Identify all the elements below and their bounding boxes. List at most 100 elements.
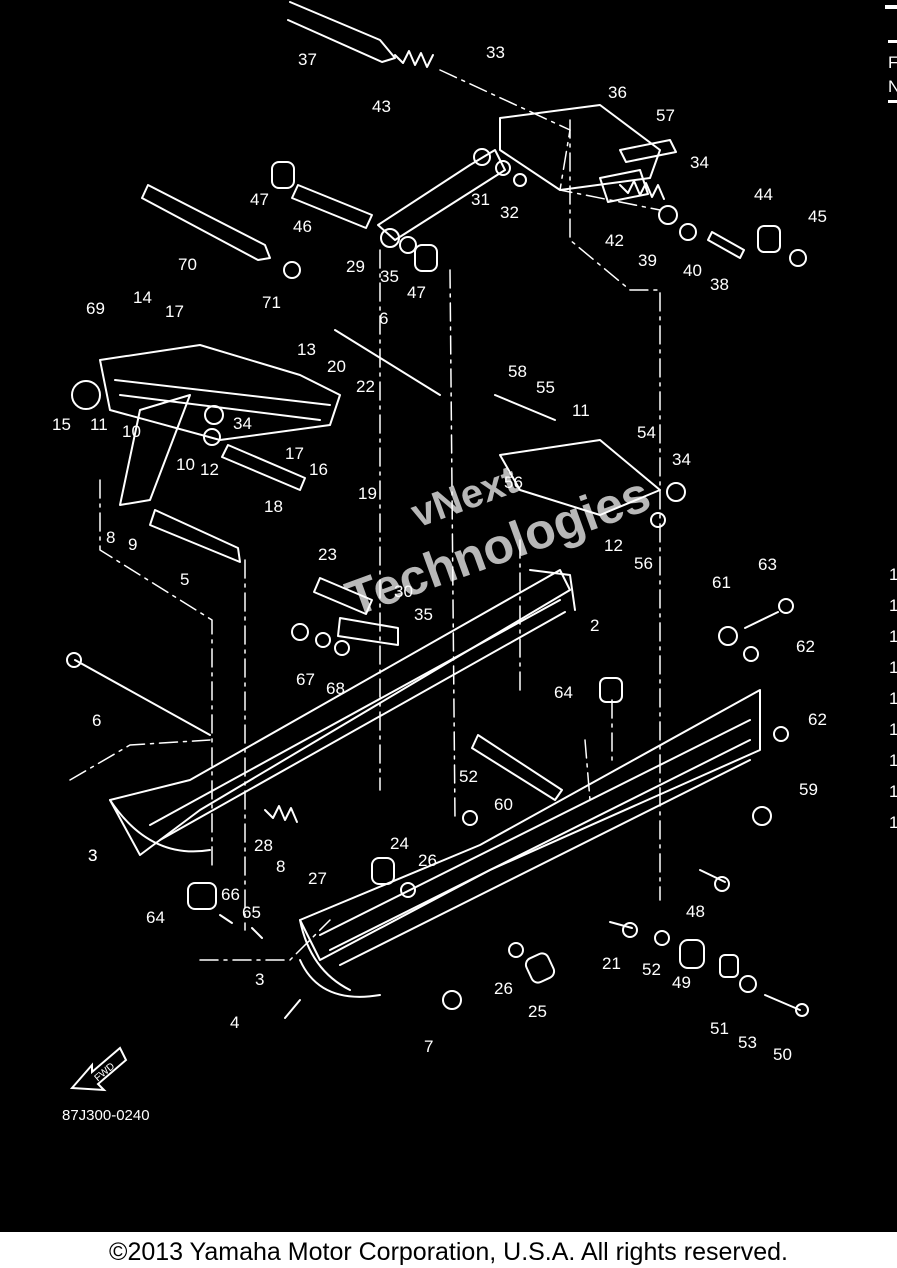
bolt-6-upper	[334, 329, 441, 396]
part-number-label: 24	[390, 834, 409, 853]
part-number-label: 33	[486, 43, 505, 62]
part-number-label: 67	[296, 670, 315, 689]
part-number-label: 6	[379, 309, 388, 328]
part-number-label: 26	[418, 851, 437, 870]
part-number-label: 27	[308, 869, 327, 888]
edge-digit-mark: 1	[889, 689, 897, 708]
part-number-label: 39	[638, 251, 657, 270]
part-number-label: 28	[254, 836, 273, 855]
part-number-label: 58	[508, 362, 527, 381]
part-number-label: 34	[690, 153, 709, 172]
reference-code: 87J300-0240	[62, 1107, 150, 1124]
part-number-label: 62	[796, 637, 815, 656]
part-number-label: 47	[407, 283, 426, 302]
part-number-label: 49	[672, 973, 691, 992]
part-number-label: 15	[52, 415, 71, 434]
part-number-label: 23	[318, 545, 337, 564]
part-number-label: 63	[758, 555, 777, 574]
part-number-label: 3	[255, 970, 264, 989]
edge-digit-mark: 1	[889, 813, 897, 832]
part-number-label: 4	[230, 1013, 239, 1032]
part-number-label: 5	[180, 570, 189, 589]
part-number-label: 55	[536, 378, 555, 397]
copyright-notice: ©2013 Yamaha Motor Corporation, U.S.A. A…	[109, 1238, 788, 1266]
shaft-37	[287, 1, 396, 63]
part-number-label: 66	[221, 885, 240, 904]
part-number-label: 17	[285, 444, 304, 463]
shaft-70	[141, 184, 271, 261]
part-number-label: 11	[572, 401, 590, 420]
bolt-6-lower	[74, 659, 211, 736]
part-number-label: 7	[424, 1037, 433, 1056]
part-number-label: 12	[604, 536, 623, 555]
part-number-label: 13	[297, 340, 316, 359]
part-number-label: 56	[504, 473, 523, 492]
part-number-label: 60	[494, 795, 513, 814]
part-number-label: 18	[264, 497, 283, 516]
part-number-label: 40	[683, 261, 702, 280]
shaft-60	[471, 734, 563, 801]
edge-digit-mark: 1	[889, 565, 897, 584]
spring-43	[394, 50, 434, 68]
part-number-label: 68	[326, 679, 345, 698]
part-number-label: 44	[754, 185, 773, 204]
part-number-label: 51	[710, 1019, 729, 1038]
part-number-label: 43	[372, 97, 391, 116]
part-number-label: 70	[178, 255, 197, 274]
edge-digit-mark: 1	[889, 627, 897, 646]
part-number-label: 56	[634, 554, 653, 573]
edge-mark-0: F	[888, 53, 897, 72]
part-number-label: 62	[808, 710, 827, 729]
slide-rail-right	[299, 689, 761, 961]
part-number-label: 50	[773, 1045, 792, 1064]
part-number-label: 64	[146, 908, 165, 927]
spring-28	[264, 805, 298, 823]
edge-digit-mark: 1	[889, 596, 897, 615]
part-number-label: 3	[88, 846, 97, 865]
part-number-label: 17	[165, 302, 184, 321]
part-number-label: 35	[380, 267, 399, 286]
shaft-23	[313, 577, 373, 615]
shock-absorber-29	[377, 149, 506, 241]
part-number-label: 22	[356, 377, 375, 396]
part-number-label: 34	[672, 450, 691, 469]
part-number-label: 19	[358, 484, 377, 503]
spring-42	[619, 180, 665, 200]
part-number-label: 52	[459, 767, 478, 786]
edge-digit-mark: 1	[889, 751, 897, 770]
part-number-label: 3	[88, 846, 97, 865]
rear-arm-13	[99, 344, 341, 441]
collar-30	[337, 617, 399, 646]
part-number-label: 36	[608, 83, 627, 102]
part-number-label: 10	[122, 422, 141, 441]
part-number-label: 59	[799, 780, 818, 799]
front-arm-54	[499, 439, 661, 516]
part-number-label: 46	[293, 217, 312, 236]
part-number-label: 21	[602, 954, 621, 973]
part-number-label: 29	[346, 257, 365, 276]
part-number-label: 65	[242, 903, 261, 922]
edge-mark-1: N	[888, 77, 897, 96]
link-9	[119, 394, 191, 506]
edge-digit-mark: 1	[889, 782, 897, 801]
part-number-label: 8	[276, 857, 285, 876]
shaft-5	[149, 509, 241, 563]
edge-digit-mark: 1	[889, 720, 897, 739]
edge-digit-mark: 1	[889, 658, 897, 677]
part-number-label: 57	[656, 106, 675, 125]
part-number-label: 53	[738, 1033, 757, 1052]
slide-rail-left	[109, 569, 571, 856]
part-number-label: 31	[471, 190, 490, 209]
bracket-36	[499, 104, 661, 191]
part-number-label: 25	[528, 1002, 547, 1021]
part-number-label: 30	[394, 582, 413, 601]
part-number-label: 45	[808, 207, 827, 226]
part-number-label: 8	[106, 528, 115, 547]
part-number-label: 16	[309, 460, 328, 479]
part-number-label: 2	[590, 616, 599, 635]
part-number-label: 38	[710, 275, 729, 294]
part-number-label: 61	[712, 573, 731, 592]
part-number-label: 10	[176, 455, 195, 474]
